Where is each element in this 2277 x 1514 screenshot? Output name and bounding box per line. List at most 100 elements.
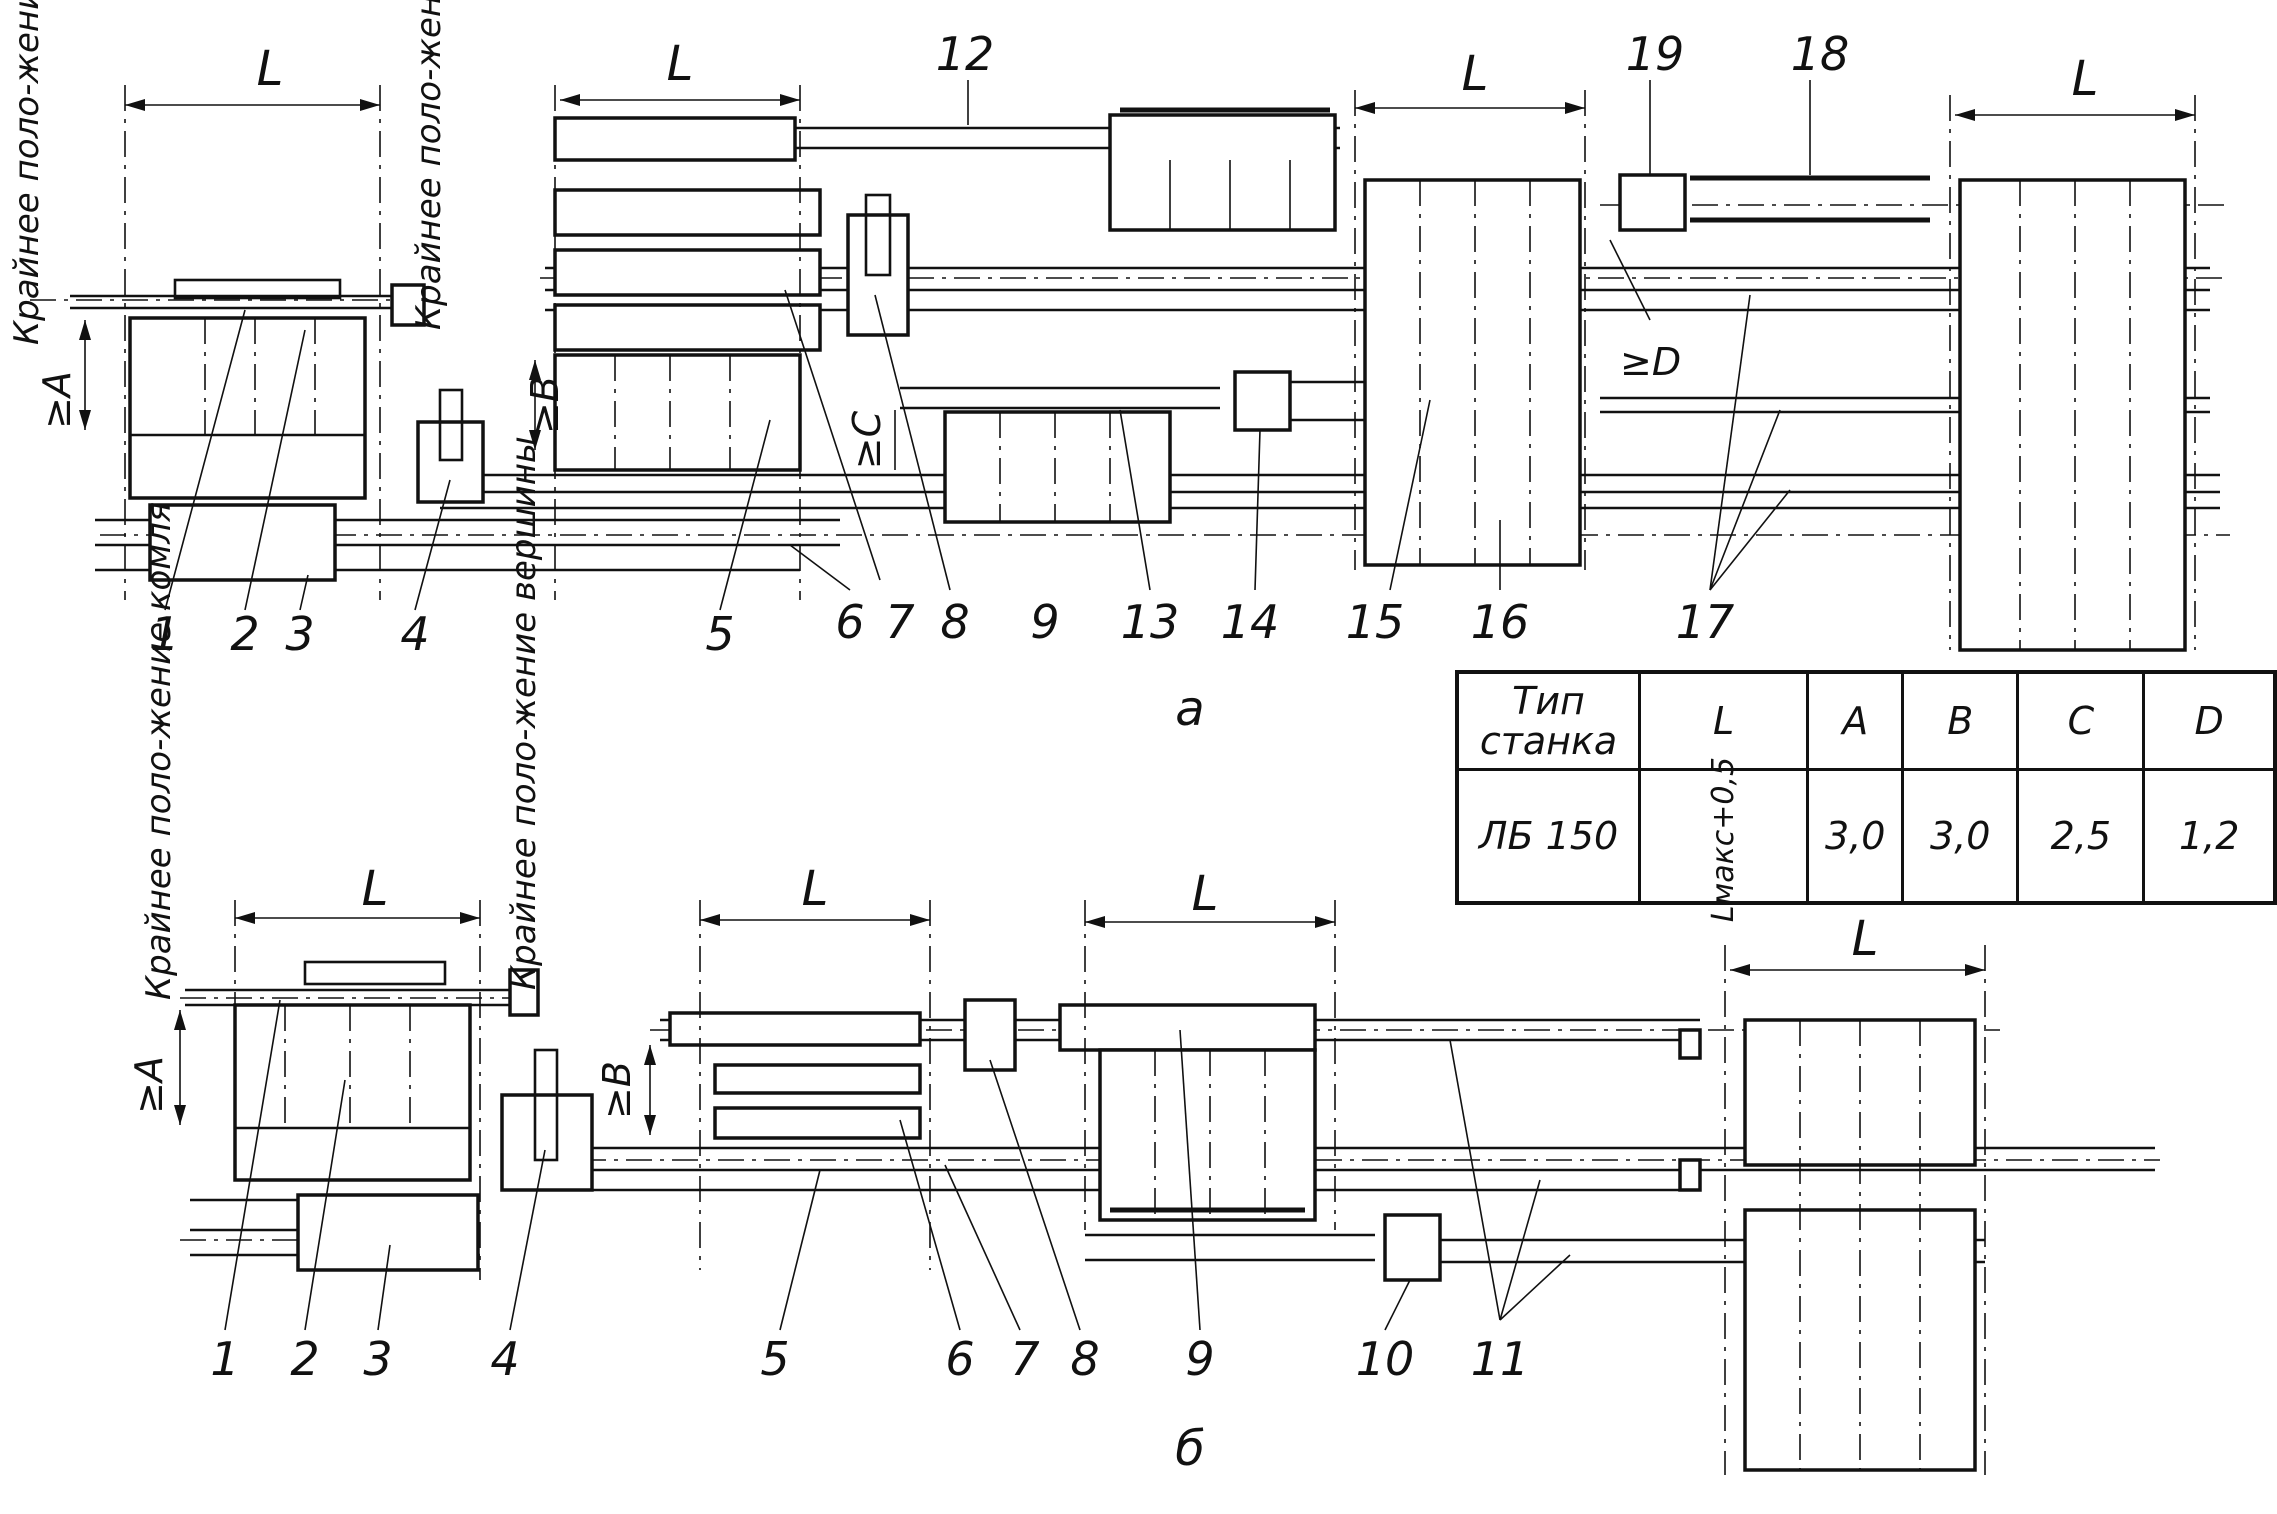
pile-a-top <box>553 188 822 237</box>
pile-b-top <box>668 1011 922 1047</box>
pile-a-mid <box>553 248 822 297</box>
svg-text:1: 1 <box>150 607 179 661</box>
label-dim-C-a: ≥C <box>845 410 889 469</box>
caption-a: а <box>1175 681 1204 737</box>
pile-a-low <box>553 303 822 352</box>
svg-text:15: 15 <box>1346 595 1405 649</box>
note-top-a: Крайнее поло-жение вершины <box>409 0 449 330</box>
svg-text:5: 5 <box>760 1332 789 1386</box>
label-L-b-1: L <box>362 861 389 917</box>
label-dim-A-a: ≥A <box>35 371 79 429</box>
block-9-top <box>1058 1003 1317 1052</box>
spec-table-header-row: Тип станка L A B C D <box>1455 670 2277 771</box>
cell-machine-type: ЛБ 150 <box>1455 768 1642 905</box>
cell-B: 3,0 <box>1901 768 2020 905</box>
spec-table: Тип станка L A B C D ЛБ 150 Lмакс+0,5 3,… <box>1455 670 2277 922</box>
svg-text:4: 4 <box>400 607 429 661</box>
block-3 <box>148 503 337 582</box>
header-machine-type: Тип станка <box>1455 670 1642 771</box>
label-L-a-4: L <box>2072 51 2099 107</box>
header-D: D <box>2142 670 2277 771</box>
label-dim-A-b: ≥A <box>127 1056 171 1114</box>
svg-text:6: 6 <box>945 1332 974 1386</box>
svg-text:10: 10 <box>1356 1332 1415 1386</box>
unit-8-b <box>963 998 1017 1072</box>
label-dim-B-a: ≥B <box>523 376 567 434</box>
cell-L-value: Lмакс+0,5 <box>1706 756 1742 923</box>
svg-text:12: 12 <box>936 27 995 81</box>
stop-right-b <box>508 968 540 1017</box>
cell-C: 2,5 <box>2016 768 2146 905</box>
svg-text:2: 2 <box>290 1332 319 1386</box>
machine-2-b <box>233 1003 472 1182</box>
figure-a <box>30 80 2230 652</box>
svg-text:5: 5 <box>705 607 734 661</box>
svg-text:4: 4 <box>490 1332 519 1386</box>
cell-D: 1,2 <box>2142 768 2277 905</box>
machine-2-top <box>173 278 342 300</box>
unit-4 <box>416 420 485 504</box>
svg-text:8: 8 <box>1070 1332 1099 1386</box>
pile-12-left <box>553 116 797 162</box>
cell-A: 3,0 <box>1806 768 1905 905</box>
svg-text:2: 2 <box>230 607 259 661</box>
svg-text:7: 7 <box>885 595 914 649</box>
pile-b-2 <box>713 1106 922 1140</box>
svg-text:16: 16 <box>1471 595 1530 649</box>
svg-text:7: 7 <box>1010 1332 1039 1386</box>
machine-2-body <box>128 316 367 500</box>
block-right-a <box>1958 178 2187 652</box>
part-numbers-a: 1 2 3 4 5 6 7 8 9 13 14 15 16 17 12 19 1… <box>150 27 1849 661</box>
pile-5 <box>553 353 802 472</box>
block-9-b <box>1098 1048 1317 1222</box>
block-right-b-low <box>1743 1208 1977 1472</box>
svg-text:6: 6 <box>835 595 864 649</box>
unit-14 <box>1233 370 1292 432</box>
caption-b: б <box>1175 1421 1205 1477</box>
svg-text:8: 8 <box>940 595 969 649</box>
svg-text:17: 17 <box>1676 595 1735 649</box>
note-top-b: Крайнее поло-жение вершины <box>504 436 544 990</box>
label-dim-D-a: ≥D <box>1620 340 1681 384</box>
spec-table-row: ЛБ 150 Lмакс+0,5 3,0 3,0 2,5 1,2 <box>1455 757 2277 922</box>
unit-19 <box>1618 173 1687 232</box>
pile-12-right <box>1108 113 1337 232</box>
label-L-a-2: L <box>667 36 694 92</box>
dim-L-b-2 <box>699 900 931 1270</box>
svg-text:14: 14 <box>1221 595 1280 649</box>
stop-right-a <box>390 283 426 327</box>
svg-text:9: 9 <box>1185 1332 1214 1386</box>
svg-text:19: 19 <box>1626 27 1685 81</box>
part-numbers-b: 1 2 3 4 5 6 7 8 9 10 11 <box>210 1332 1529 1386</box>
header-L: L <box>1638 670 1810 771</box>
note-butt-a: Крайнее поло-жение комля <box>7 0 47 345</box>
figure-b <box>174 900 2160 1475</box>
label-L-b-4: L <box>1852 911 1879 967</box>
block-16 <box>1363 178 1582 567</box>
dim-L-b-1 <box>234 900 481 1280</box>
svg-text:3: 3 <box>363 1332 392 1386</box>
svg-text:18: 18 <box>1791 27 1850 81</box>
svg-text:1: 1 <box>210 1332 239 1386</box>
note-butt-b: Крайнее поло-жение комля <box>139 502 179 1000</box>
svg-text:11: 11 <box>1471 1332 1530 1386</box>
dim-L-b-4 <box>1724 945 1986 1475</box>
header-B: B <box>1901 670 2020 771</box>
label-L-a-3: L <box>1462 46 1489 102</box>
svg-text:3: 3 <box>285 607 314 661</box>
header-C: C <box>2016 670 2146 771</box>
label-dim-B-b: ≥B <box>595 1061 639 1119</box>
dim-L-a-2 <box>554 85 801 600</box>
header-A: A <box>1806 670 1905 771</box>
dim-L-a-1 <box>124 85 381 600</box>
dim-L-b-3 <box>1084 900 1336 1230</box>
block-9 <box>943 410 1172 524</box>
unit-10-b <box>1383 1213 1442 1282</box>
label-L-b-3: L <box>1192 866 1219 922</box>
pile-b-1 <box>713 1063 922 1095</box>
label-L-a-1: L <box>257 41 284 97</box>
unit-4-b <box>500 1093 594 1192</box>
label-L-b-2: L <box>802 861 829 917</box>
cell-L: Lмакс+0,5 <box>1638 757 1810 922</box>
